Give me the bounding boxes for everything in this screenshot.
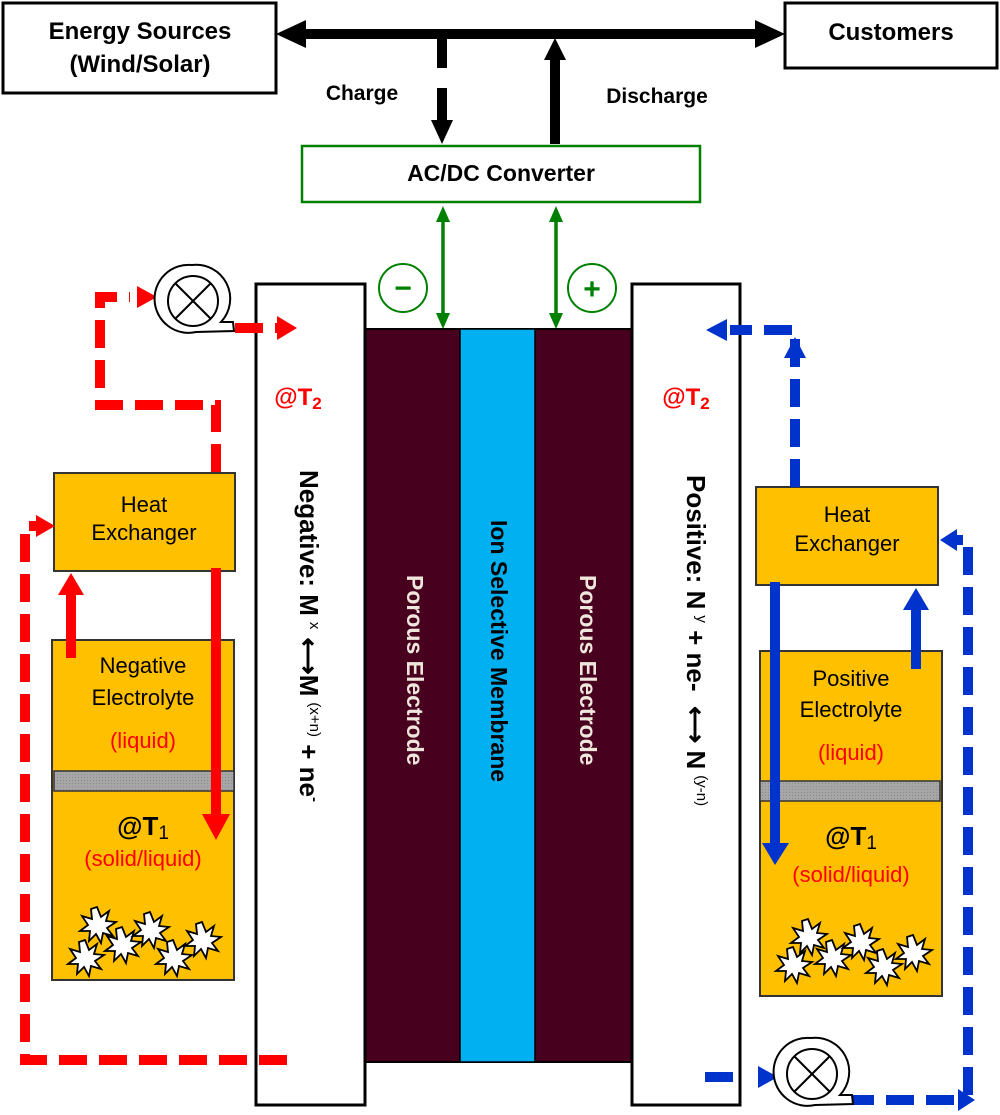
power-bus <box>276 20 785 48</box>
svg-text:Porous Electrode: Porous Electrode <box>575 575 601 765</box>
energy-sources-label: Energy Sources <box>49 18 232 45</box>
left-solid-flow-arrows <box>58 568 230 840</box>
svg-text:Exchanger: Exchanger <box>794 531 899 556</box>
left-heat-exchanger: Heat Exchanger <box>53 472 236 572</box>
customers-label: Customers <box>828 19 953 46</box>
porous-electrode-right-label: Porous Electrode <box>575 575 601 765</box>
positive-half-cell <box>630 282 742 1107</box>
left-pump-icon <box>153 263 236 334</box>
svg-text:Exchanger: Exchanger <box>91 520 196 545</box>
svg-text:@T1: @T1 <box>117 811 169 844</box>
energy-sources-box: Energy Sources (Wind/Solar) <box>1 1 278 95</box>
ac-dc-converter: AC/DC Converter <box>300 144 702 204</box>
positive-terminal-icon: + <box>567 263 617 313</box>
svg-text:Negative: Negative <box>100 653 187 678</box>
left-dashed-flow <box>20 292 287 1065</box>
cell-stack <box>254 282 742 1107</box>
svg-text:−: − <box>394 272 412 305</box>
svg-text:(liquid): (liquid) <box>818 740 884 765</box>
negative-reaction-label: Negative: Mx⟷M(x+n) + ne- <box>294 470 324 802</box>
right-pump-icon <box>772 1036 855 1107</box>
svg-text:Positive: Ny + ne- ⟷ N(y-n): Positive: Ny + ne- ⟷ N(y-n) <box>681 475 711 806</box>
left-flow-arrowheads <box>36 286 297 537</box>
svg-text:Heat: Heat <box>121 492 167 517</box>
energy-sources-sublabel: (Wind/Solar) <box>69 51 210 78</box>
svg-text:Ion Selective Membrane: Ion Selective Membrane <box>486 520 512 782</box>
bus-arrow-right-icon <box>755 20 785 48</box>
separator-bar <box>759 780 941 802</box>
svg-text:Electrolyte: Electrolyte <box>800 697 903 722</box>
negative-half-cell <box>254 282 367 1107</box>
ion-selective-membrane <box>459 328 536 1063</box>
right-flow-arrowheads <box>706 319 975 1111</box>
separator-bar <box>53 770 235 792</box>
converter-label: AC/DC Converter <box>407 160 595 186</box>
svg-text:Heat: Heat <box>824 502 870 527</box>
svg-text:+: + <box>583 273 601 306</box>
positive-cell-temperature: @T2 <box>662 384 710 413</box>
negative-terminal-icon: − <box>378 263 428 313</box>
right-dashed-flow <box>705 325 973 1105</box>
svg-text:Porous Electrode: Porous Electrode <box>402 575 428 765</box>
charge-arrow <box>431 38 453 144</box>
membrane-label: Ion Selective Membrane <box>486 520 512 782</box>
svg-text:@T1: @T1 <box>825 821 877 854</box>
charge-label: Charge <box>326 82 398 105</box>
svg-text:Negative: Mx⟷M(x+n) + ne-: Negative: Mx⟷M(x+n) + ne- <box>294 470 324 802</box>
right-heat-exchanger: Heat Exchanger <box>755 486 939 586</box>
right-solid-flow-arrows <box>762 582 929 865</box>
positive-reaction-label: Positive: Ny + ne- ⟷ N(y-n) <box>681 475 711 806</box>
svg-text:(solid/liquid): (solid/liquid) <box>84 846 201 871</box>
svg-text:(liquid): (liquid) <box>110 728 176 753</box>
svg-text:Electrolyte: Electrolyte <box>92 685 195 710</box>
customers-box: Customers <box>783 1 999 70</box>
bus-arrow-left-icon <box>276 20 306 48</box>
discharge-label: Discharge <box>606 85 708 108</box>
porous-electrode-left-label: Porous Electrode <box>402 575 428 765</box>
svg-text:Positive: Positive <box>812 666 889 691</box>
terminal-connections <box>436 206 563 329</box>
negative-cell-temperature: @T2 <box>274 384 322 413</box>
discharge-arrow <box>544 38 566 144</box>
svg-text:(solid/liquid): (solid/liquid) <box>792 862 909 887</box>
